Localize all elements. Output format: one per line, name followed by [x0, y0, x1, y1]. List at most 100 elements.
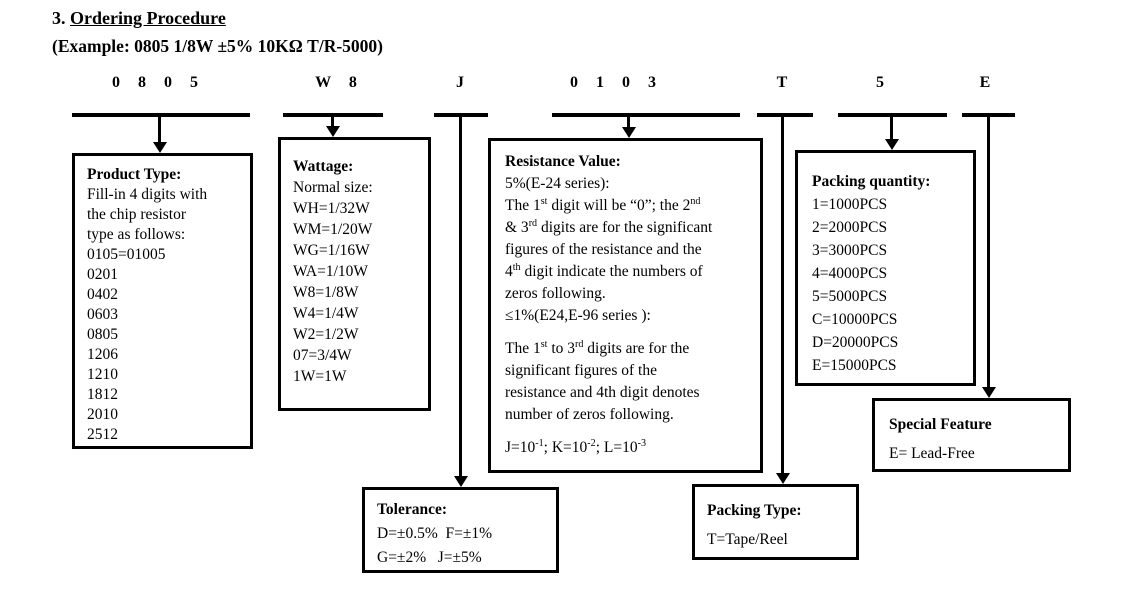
arrow-packing-quantity-icon: [884, 139, 899, 150]
packing-type-title: Packing Type:: [707, 502, 802, 519]
special-feature-box: Special Feature E= Lead-Free: [872, 398, 1071, 472]
connector-wattage: [331, 116, 334, 126]
box-line: The 1st to 3rd digits are for the: [505, 338, 690, 357]
box-line: number of zeros following.: [505, 406, 674, 423]
box-line: WH=1/32W: [293, 200, 370, 217]
box-line: Normal size:: [293, 179, 373, 196]
code-product-type: 0 8 0 5: [112, 74, 198, 91]
box-line: 3=3000PCS: [812, 242, 888, 259]
code-wattage: W 8: [315, 74, 357, 91]
box-line: Fill-in 4 digits with: [87, 186, 208, 203]
box-line: significant figures of the: [505, 362, 657, 379]
tolerance-box: Tolerance: D=±0.5% F=±1% G=±2% J=±5%: [362, 487, 559, 573]
connector-packing-type: [781, 116, 784, 473]
box-line: 1W=1W: [293, 368, 347, 385]
box-line: J=10-1; K=10-2; L=10-3: [505, 437, 646, 456]
code-packing-quantity: 5: [876, 74, 884, 91]
box-line: W8=1/8W: [293, 284, 359, 301]
box-line: 1206: [87, 346, 118, 363]
section-title: 3. Ordering Procedure: [52, 8, 226, 29]
section-number: 3.: [52, 8, 66, 28]
arrow-wattage-icon: [325, 126, 340, 137]
arrow-special-feature-icon: [981, 387, 996, 398]
box-line: 0105=01005: [87, 246, 166, 263]
arrow-resistance-icon: [621, 127, 636, 138]
code-tolerance: J: [456, 74, 464, 91]
connector-resistance: [627, 116, 630, 127]
box-line: 2010: [87, 406, 118, 423]
product-type-title: Product Type:: [87, 166, 182, 183]
resistance-value-text: 5%(E-24 series): The 1st digit will be “0…: [505, 173, 754, 459]
box-line: T=Tape/Reel: [707, 531, 788, 548]
arrow-tolerance-icon: [453, 476, 468, 487]
underline-packing-quantity: [838, 113, 947, 117]
box-line: 5=5000PCS: [812, 288, 888, 305]
box-line: D=±0.5% F=±1%: [377, 525, 493, 542]
box-line: 2512: [87, 426, 118, 443]
box-line: 0805: [87, 326, 118, 343]
connector-tolerance: [459, 116, 462, 476]
code-packing-type: T: [776, 74, 788, 91]
box-line: G=±2% J=±5%: [377, 549, 482, 566]
section-title-text: Ordering Procedure: [70, 8, 226, 28]
box-line: 2=2000PCS: [812, 219, 888, 236]
box-line: 0402: [87, 286, 118, 303]
box-line: The 1st digit will be “0”; the 2nd: [505, 195, 701, 214]
box-line: 07=3/4W: [293, 347, 352, 364]
box-line: type as follows:: [87, 226, 186, 243]
connector-special-feature: [987, 116, 990, 387]
resistance-value-box: Resistance Value: 5%(E-24 series): The 1s…: [488, 138, 763, 473]
arrow-product-type-icon: [152, 142, 167, 153]
wattage-box: Wattage: Normal size: WH=1/32W WM=1/20W WG=…: [278, 137, 431, 411]
underline-packing-type: [757, 113, 813, 117]
box-line: 4=4000PCS: [812, 265, 888, 282]
underline-resistance: [552, 113, 740, 117]
packing-type-list: T=Tape/Reel: [707, 525, 850, 554]
underline-special-feature: [962, 113, 1015, 117]
wattage-title: Wattage:: [293, 158, 354, 175]
connector-packing-quantity: [890, 116, 893, 139]
box-line: the chip resistor: [87, 206, 187, 223]
box-line: WG=1/16W: [293, 242, 370, 259]
tolerance-list: D=±0.5% F=±1% G=±2% J=±5%: [377, 522, 550, 570]
box-line: 5%(E-24 series):: [505, 175, 610, 192]
product-type-list: Fill-in 4 digits with the chip resistor ty…: [87, 185, 244, 445]
packing-quantity-box: Packing quantity: 1=1000PCS 2=2000PCS 3=30…: [795, 150, 976, 386]
box-line: 0603: [87, 306, 118, 323]
box-line: W4=1/4W: [293, 305, 359, 322]
box-line: E=15000PCS: [812, 357, 897, 374]
arrow-packing-type-icon: [775, 473, 790, 484]
packing-type-box: Packing Type: T=Tape/Reel: [692, 484, 859, 560]
box-line: WM=1/20W: [293, 221, 373, 238]
box-line: figures of the resistance and the: [505, 241, 702, 258]
box-line: ≤1%(E24,E-96 series ):: [505, 307, 651, 324]
box-line: D=20000PCS: [812, 334, 899, 351]
connector-product-type: [158, 116, 161, 142]
special-feature-title: Special Feature: [889, 416, 992, 433]
box-line: resistance and 4th digit denotes: [505, 384, 700, 401]
resistance-value-title: Resistance Value:: [505, 153, 621, 170]
product-type-box: Product Type: Fill-in 4 digits with the c…: [72, 153, 253, 449]
wattage-list: Normal size: WH=1/32W WM=1/20W WG=1/16W WA=1…: [293, 177, 422, 387]
packing-quantity-list: 1=1000PCS 2=2000PCS 3=3000PCS 4=4000PCS 5=50…: [812, 193, 967, 377]
code-resistance: 0 1 0 3: [570, 74, 656, 91]
special-feature-list: E= Lead-Free: [889, 439, 1062, 468]
tolerance-title: Tolerance:: [377, 501, 448, 518]
underline-wattage: [283, 113, 383, 117]
box-line: 1=1000PCS: [812, 196, 888, 213]
box-line: E= Lead-Free: [889, 445, 975, 462]
underline-tolerance: [434, 113, 488, 117]
box-line: & 3rd digits are for the significant: [505, 217, 713, 236]
box-line: WA=1/10W: [293, 263, 369, 280]
box-line: W2=1/2W: [293, 326, 359, 343]
box-line: 1812: [87, 386, 118, 403]
box-line: 0201: [87, 266, 118, 283]
code-special-feature: E: [979, 74, 991, 91]
box-line: 4th digit indicate the numbers of: [505, 261, 703, 280]
box-line: zeros following.: [505, 285, 606, 302]
box-line: C=10000PCS: [812, 311, 898, 328]
packing-quantity-title: Packing quantity:: [812, 173, 931, 190]
underline-product-type: [72, 113, 250, 117]
box-line: 1210: [87, 366, 118, 383]
